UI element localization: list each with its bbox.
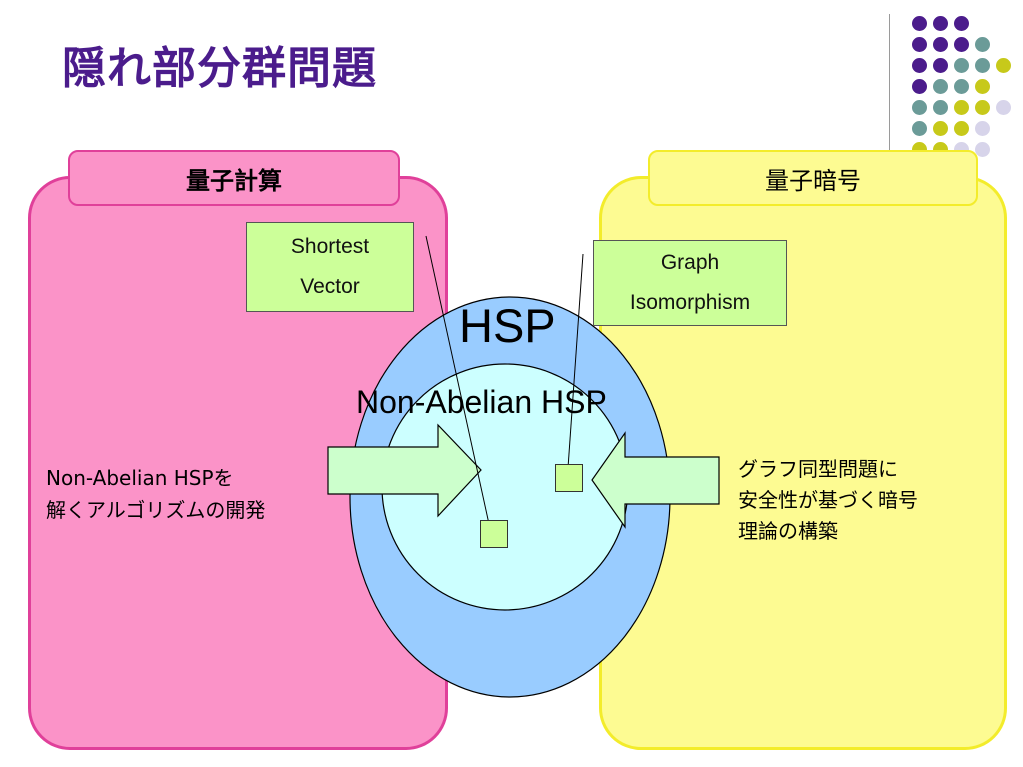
decorative-dot [933, 16, 948, 31]
right-desc-line-2: 安全性が基づく暗号 [738, 488, 918, 512]
decorative-dot [975, 121, 990, 136]
decorative-dot [933, 121, 948, 136]
right-arrow [591, 431, 720, 529]
decorative-dot [996, 58, 1011, 73]
decorative-dot [975, 142, 990, 157]
graph-isomorphism-connector [567, 253, 584, 469]
left-desc-line-2: 解くアルゴリズムの開発 [46, 498, 266, 522]
decorative-dot [954, 79, 969, 94]
shortest-vector-box: Shortest Vector [246, 222, 414, 312]
graph-isomorphism-marker [555, 464, 583, 492]
page-title: 隠れ部分群問題 [62, 43, 377, 94]
graph-isomorphism-box: Graph Isomorphism [593, 240, 787, 326]
graph-isomorphism-line-1: Graph [660, 251, 720, 274]
decorative-dot [912, 37, 927, 52]
left-arrow [327, 423, 482, 518]
right-desc-line-1: グラフ同型問題に [738, 457, 898, 481]
decorative-dot [912, 58, 927, 73]
decorative-dot [933, 58, 948, 73]
shortest-vector-line-2: Vector [300, 275, 360, 298]
decorative-dot [996, 100, 1011, 115]
decorative-dot [975, 100, 990, 115]
decorative-dot [954, 16, 969, 31]
decorative-dot [975, 58, 990, 73]
non-abelian-hsp-label: Non-Abelian HSP [356, 384, 607, 420]
decorative-dot [954, 100, 969, 115]
decorative-dot [933, 79, 948, 94]
shortest-vector-marker [480, 520, 508, 548]
decorative-dot [954, 37, 969, 52]
divider-line [889, 14, 890, 164]
decorative-dot [933, 37, 948, 52]
decorative-dot [912, 16, 927, 31]
shortest-vector-line-1: Shortest [290, 235, 370, 258]
quantum-computing-description: Non-Abelian HSPを 解くアルゴリズムの開発 [46, 462, 265, 526]
right-desc-line-3: 理論の構築 [738, 519, 838, 543]
decorative-dot [912, 79, 927, 94]
quantum-crypto-header: 量子暗号 [648, 150, 978, 206]
shortest-vector-connector [425, 235, 490, 525]
graph-isomorphism-line-2: Isomorphism [629, 291, 751, 314]
left-desc-line-1: Non-Abelian HSPを [46, 466, 234, 490]
decorative-dot [954, 58, 969, 73]
decorative-dot [954, 121, 969, 136]
decorative-dot [933, 100, 948, 115]
quantum-computing-header: 量子計算 [68, 150, 400, 206]
decorative-dot [912, 121, 927, 136]
hsp-label: HSP [459, 299, 556, 352]
decorative-dot [975, 79, 990, 94]
decorative-dot [975, 37, 990, 52]
decorative-dot [912, 100, 927, 115]
quantum-crypto-description: グラフ同型問題に 安全性が基づく暗号 理論の構築 [738, 454, 918, 547]
